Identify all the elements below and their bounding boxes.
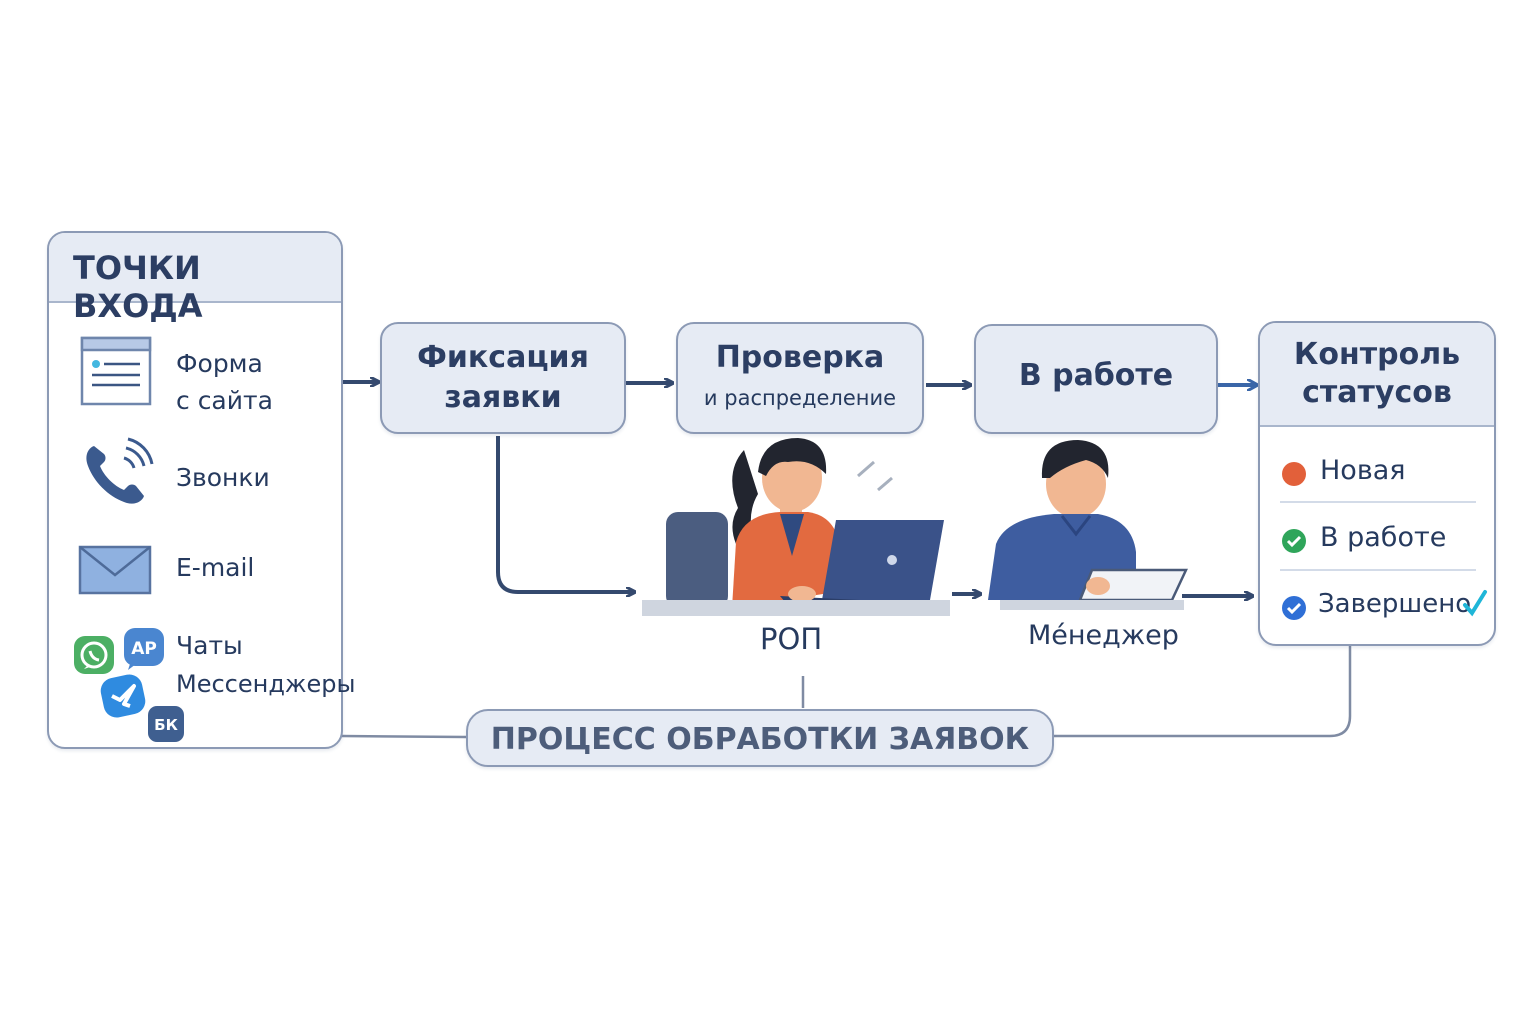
calls-label: Звонки	[176, 463, 270, 492]
chats-label-line2: Мессенджеры	[176, 670, 356, 698]
telegram-icon	[100, 674, 146, 718]
chats-label-line1: Чаты	[176, 631, 243, 660]
shirt	[780, 514, 804, 556]
jacket	[732, 512, 840, 608]
svg-text:AP: AP	[131, 639, 157, 659]
rop-illustration	[642, 438, 950, 616]
form-label-line1: Форма	[176, 349, 263, 378]
manager-label: Ме́неджер	[1028, 620, 1179, 651]
hand	[1086, 577, 1110, 595]
messengers-icon: AP БК	[74, 628, 184, 742]
orange-dot-icon	[1282, 462, 1306, 486]
green-check-icon	[1282, 529, 1306, 553]
manager-illustration	[988, 440, 1188, 610]
status-done-label: Завершено	[1318, 589, 1472, 619]
stage-check-line1: Проверка	[715, 340, 885, 375]
stage-check-line2: и распределение	[703, 386, 897, 410]
status-new-label: Новая	[1320, 455, 1406, 486]
office-chair	[666, 512, 728, 608]
blue-check-icon	[1282, 596, 1306, 620]
hair-top	[758, 438, 827, 476]
link-entry-to-process	[341, 734, 467, 739]
svg-text:БК: БК	[154, 716, 178, 734]
whatsapp-icon	[74, 636, 114, 674]
desk	[1000, 600, 1184, 610]
stage-control-header	[1260, 323, 1494, 427]
vk-badge-icon: БК	[148, 706, 184, 742]
arrow-fixation-to-rop	[496, 436, 634, 592]
hair	[1041, 440, 1109, 478]
stage-in-work: В работе	[974, 324, 1218, 434]
email-label: E-mail	[176, 553, 255, 582]
ap-badge-icon: AP	[124, 628, 164, 670]
stage-control: Контроль статусов Новая В работе Заверше…	[1258, 321, 1496, 646]
process-title-box: ПРОЦЕСС ОБРАБОТКИ ЗАЯВОК	[466, 709, 1054, 767]
phone-icon	[86, 437, 154, 504]
hand	[788, 586, 816, 602]
laptop-screen	[822, 520, 944, 600]
stage-in-work-label: В работе	[1018, 358, 1174, 393]
form-label-line2: с сайта	[176, 386, 273, 415]
cyan-checkmark-icon	[1463, 590, 1487, 617]
process-title: ПРОЦЕСС ОБРАБОТКИ ЗАЯВОК	[490, 722, 1030, 757]
entry-points-header	[49, 233, 341, 303]
email-icon	[78, 545, 152, 595]
entry-points-panel: ТОЧКИ ВХОДА	[47, 231, 343, 749]
web-form-icon	[80, 336, 152, 406]
stage-fixation-line2: заявки	[444, 380, 562, 415]
link-control-to-process	[1052, 646, 1352, 738]
hair-back	[732, 450, 758, 544]
entry-points-title: ТОЧКИ ВХОДА	[73, 249, 203, 325]
status-divider	[1280, 501, 1476, 503]
stage-control-line1: Контроль	[1293, 337, 1461, 372]
rop-label: РОП	[760, 622, 823, 656]
stage-check: Проверка и распределение	[676, 322, 924, 434]
status-divider	[1280, 569, 1476, 571]
stage-fixation: Фиксация заявки	[380, 322, 626, 434]
status-in-work-label: В работе	[1320, 522, 1447, 553]
desk	[642, 600, 950, 616]
stage-control-line2: статусов	[1302, 375, 1452, 410]
stage-fixation-line1: Фиксация	[417, 340, 589, 375]
